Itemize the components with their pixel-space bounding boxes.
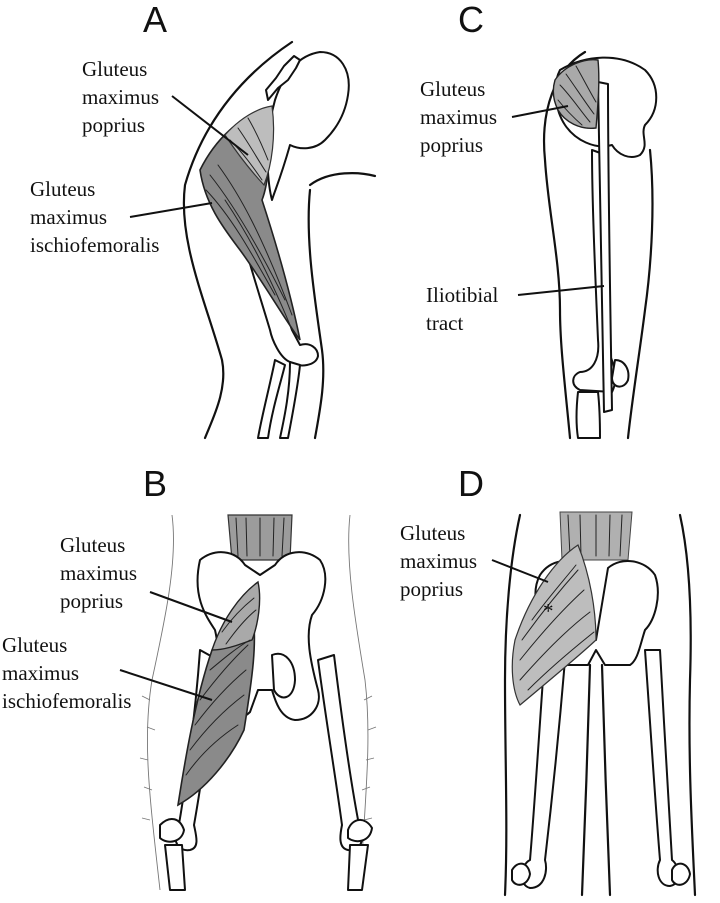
panel-c-label-iliotibial: Iliotibial tract	[426, 283, 504, 335]
panel-b-tibia-left	[164, 844, 186, 891]
panel-d-femur-right	[644, 649, 680, 887]
panel-d-inner-leg-left	[580, 663, 592, 897]
panel-c-letter: C	[458, 0, 484, 40]
panel-b-femur-right	[317, 654, 363, 852]
panel-c-patella	[611, 359, 630, 388]
panel-d-inner-leg-right	[600, 663, 612, 897]
panel-b-letter: B	[143, 463, 167, 504]
panel-d-muscle-fibers	[519, 564, 595, 691]
panel-d-marker: *	[543, 599, 554, 623]
panel-a-leader-ischiofemoralis	[129, 202, 213, 218]
panel-c-label-poprius: Gluteus maximus poprius	[420, 77, 502, 157]
panel-c-body-outline-right	[626, 148, 654, 440]
panel-d-femur-left	[520, 649, 566, 889]
panel-c: C Gluteus maximus poprius Iliotibial	[420, 0, 658, 440]
panel-d: D *	[400, 463, 697, 897]
panel-c-iliotibial-tract	[597, 81, 613, 413]
panel-a-leader-poprius	[171, 95, 249, 156]
panel-b-knee-left	[159, 818, 185, 843]
panel-c-muscle-fibers	[557, 65, 597, 126]
panel-a: A Gluteus maximus poprius	[30, 0, 377, 440]
panel-c-body-outline-left	[543, 50, 587, 440]
panel-b: B	[2, 463, 377, 891]
panel-d-body-outline-left	[503, 513, 522, 897]
panel-c-leader-iliotibial	[517, 285, 605, 296]
panel-d-leader-poprius	[491, 559, 549, 583]
panel-a-letter: A	[143, 0, 167, 40]
panel-d-knee-right	[671, 862, 691, 886]
panel-b-tibia-right	[347, 844, 369, 891]
panel-d-knee-left	[511, 862, 531, 886]
panel-a-leg-outline	[307, 188, 325, 440]
panel-b-label-ischiofemoralis: Gluteus maximus ischiofemoralis	[2, 633, 131, 713]
panel-a-fibula	[279, 361, 301, 439]
panel-d-letter: D	[458, 463, 484, 504]
panel-a-label-poprius: Gluteus maximus poprius	[82, 57, 164, 137]
panel-d-back-fibers	[567, 514, 623, 557]
panel-b-knee-right	[347, 819, 373, 843]
panel-d-label-poprius: Gluteus maximus poprius	[400, 521, 482, 601]
panel-b-leader-ischiofemoralis	[119, 669, 213, 701]
panel-c-gluteus-poprius	[552, 58, 600, 129]
panel-d-body-outline-right	[678, 513, 697, 897]
panel-a-tibia	[257, 359, 286, 439]
panel-b-back-fibers	[235, 517, 285, 557]
panel-a-label-ischiofemoralis: Gluteus maximus ischiofemoralis	[30, 177, 159, 257]
panel-b-muscle-fibers	[185, 597, 257, 776]
panel-b-gluteus-poprius	[211, 580, 261, 651]
panel-b-leader-poprius	[149, 591, 233, 623]
panel-a-back-outline	[308, 172, 377, 187]
panel-a-body-outline	[182, 40, 294, 440]
panel-a-pelvis	[266, 51, 350, 201]
panel-b-label-poprius: Gluteus maximus poprius	[60, 533, 142, 613]
panel-c-tibia	[575, 391, 601, 439]
panel-a-vertebrae	[265, 55, 301, 101]
panel-b-obturator	[271, 652, 296, 699]
panel-c-leader-poprius	[511, 105, 569, 118]
